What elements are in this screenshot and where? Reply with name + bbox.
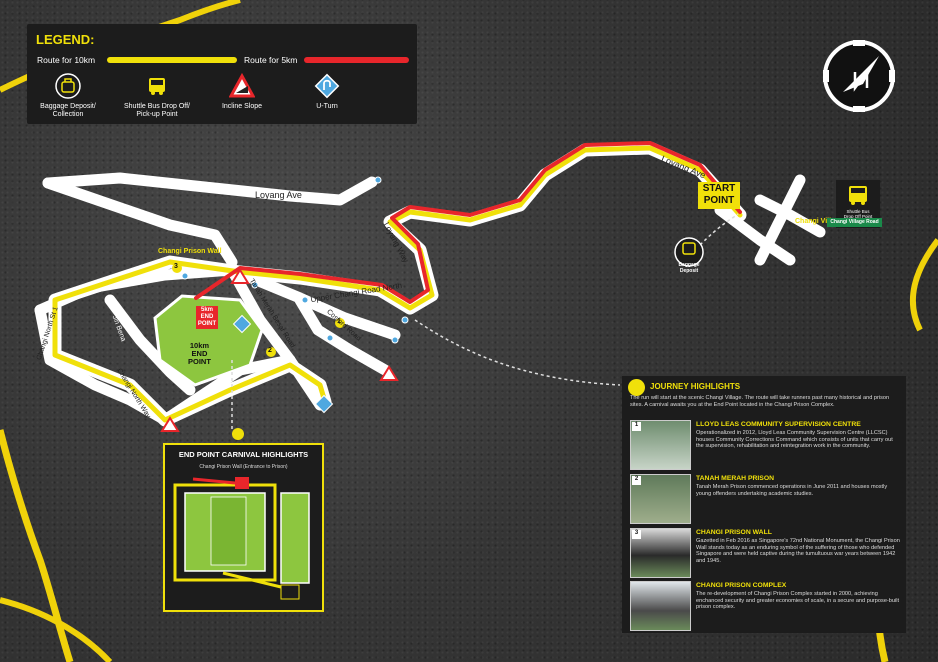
highlight-number: 3 — [632, 530, 641, 539]
legend-panel: LEGEND: Route for 10km Route for 5km Bag… — [27, 24, 417, 124]
highlight-desc: Operationalized in 2012, Lloyd Leas Comm… — [696, 430, 893, 450]
legend-label-u-turn: U-Turn — [316, 103, 338, 110]
road-inner — [104, 294, 196, 396]
marker-2: 2 — [268, 347, 272, 354]
u-turn-icon — [314, 73, 340, 99]
legend-route-10k-label: Route for 10km — [37, 55, 96, 65]
marker-1: 1 — [337, 318, 341, 325]
ribbon-bottom-left — [0, 597, 113, 662]
compass-icon — [823, 40, 895, 112]
highlight-item: 1 LLOYD LEAS COMMUNITY SUPERVISION CENTR… — [630, 420, 902, 470]
legend-title: LEGEND: — [36, 32, 95, 47]
carnival-subtitle: Changi Prison Wall (Entrance to Prison) — [199, 464, 288, 470]
baggage-icon — [55, 73, 81, 99]
u-turn-icon — [314, 394, 334, 414]
legend-route-5k-label: Route for 5km — [244, 55, 298, 65]
highlight-photo — [630, 581, 691, 631]
baggage-marker — [674, 237, 704, 267]
water-point — [326, 334, 334, 342]
journey-title: JOURNEY HIGHLIGHTS — [650, 382, 741, 391]
water-point — [301, 296, 309, 304]
route-10k — [52, 145, 743, 423]
road-label-prison-wall: Changi Prison Wall — [158, 248, 222, 255]
highlight-title: CHANGI PRISON WALL — [696, 529, 772, 536]
highlight-item: 3 CHANGI PRISON WALL Gazetted in Feb 201… — [630, 528, 902, 578]
baggage-icon — [682, 242, 696, 255]
road-village-3 — [754, 174, 806, 266]
marker-circle — [266, 347, 276, 357]
marker-3: 3 — [174, 263, 178, 270]
highlight-desc: Tanah Merah Prison commenced operations … — [696, 484, 888, 497]
highlight-desc: The re-development of Changi Prison Comp… — [696, 591, 900, 611]
water-point — [401, 316, 409, 324]
water-point — [374, 176, 382, 184]
marker-circle — [172, 263, 182, 273]
legend-label-shuttle: Shuttle Bus Drop Off/Pick-up Point — [123, 103, 190, 118]
highlight-number: 1 — [632, 422, 641, 431]
highlight-desc: Gazetted in Feb 2016 as Singapore's 72nd… — [696, 538, 900, 564]
shuttle-road-sign: Changi Village Road — [827, 218, 882, 227]
dashed-path-highlight — [414, 319, 621, 386]
carnival-title: END POINT CARNIVAL HIGHLIGHTS — [178, 450, 309, 459]
incline-icon — [379, 365, 399, 381]
highlight-number: 2 — [632, 476, 641, 485]
dashed-path-baggage — [699, 213, 739, 246]
road-loyang-ave — [42, 172, 378, 206]
legend-label-baggage: Baggage Deposit/Collection — [40, 103, 96, 118]
road-upper-changi — [226, 264, 401, 341]
road-cosford — [294, 294, 391, 376]
legend-label-incline: Incline Slope — [221, 103, 263, 110]
incline-icon — [229, 73, 255, 98]
highlight-title: CHANGI PRISON COMPLEX — [696, 582, 787, 589]
journey-intro: The run will start at the scenic Changi … — [630, 395, 890, 408]
legend-route-5k-swatch — [304, 57, 409, 63]
road-village-1 — [714, 204, 796, 266]
journey-highlights-panel: JOURNEY HIGHLIGHTS The run will start at… — [622, 376, 906, 633]
road-label-changi-village: Changi Village — [795, 218, 844, 225]
numbered-markers — [172, 263, 345, 357]
highlight-item: CHANGI PRISON COMPLEX The re-development… — [630, 581, 902, 631]
marker-circle — [335, 318, 345, 328]
road-label-loyang-ave: Loyang Ave — [255, 190, 302, 200]
water-point — [251, 281, 259, 289]
u-turn-markers — [232, 314, 334, 414]
road-village-2 — [754, 194, 826, 238]
ribbon-left — [0, 429, 74, 662]
u-turn-icon — [232, 314, 252, 334]
incline-icon — [160, 416, 180, 432]
water-point — [181, 272, 189, 280]
incline-icon — [230, 268, 250, 284]
end-point-area — [153, 294, 264, 387]
incline-markers — [160, 268, 399, 432]
journey-icon — [628, 379, 645, 396]
highlight-title: TANAH MERAH PRISON — [696, 475, 775, 482]
carnival-marker — [232, 428, 244, 440]
highlight-item: 2 TANAH MERAH PRISON Tanah Merah Prison … — [630, 474, 902, 524]
shuttle-bus-icon — [145, 74, 169, 98]
water-point — [391, 336, 399, 344]
legend-route-10k-swatch — [107, 57, 237, 63]
route-5k — [194, 141, 742, 304]
road-changi-north-way — [34, 304, 171, 426]
shuttle-bus-icon — [849, 186, 867, 205]
water-points — [181, 176, 409, 344]
highlight-title: LLOYD LEAS COMMUNITY SUPERVISION CENTRE — [696, 421, 861, 428]
road-loyang-ave-branch — [42, 177, 238, 268]
ribbon-right — [909, 238, 938, 332]
carnival-highlights-panel: END POINT CARNIVAL HIGHLIGHTS Changi Pri… — [163, 443, 324, 612]
carnival-site-plan — [173, 477, 310, 600]
